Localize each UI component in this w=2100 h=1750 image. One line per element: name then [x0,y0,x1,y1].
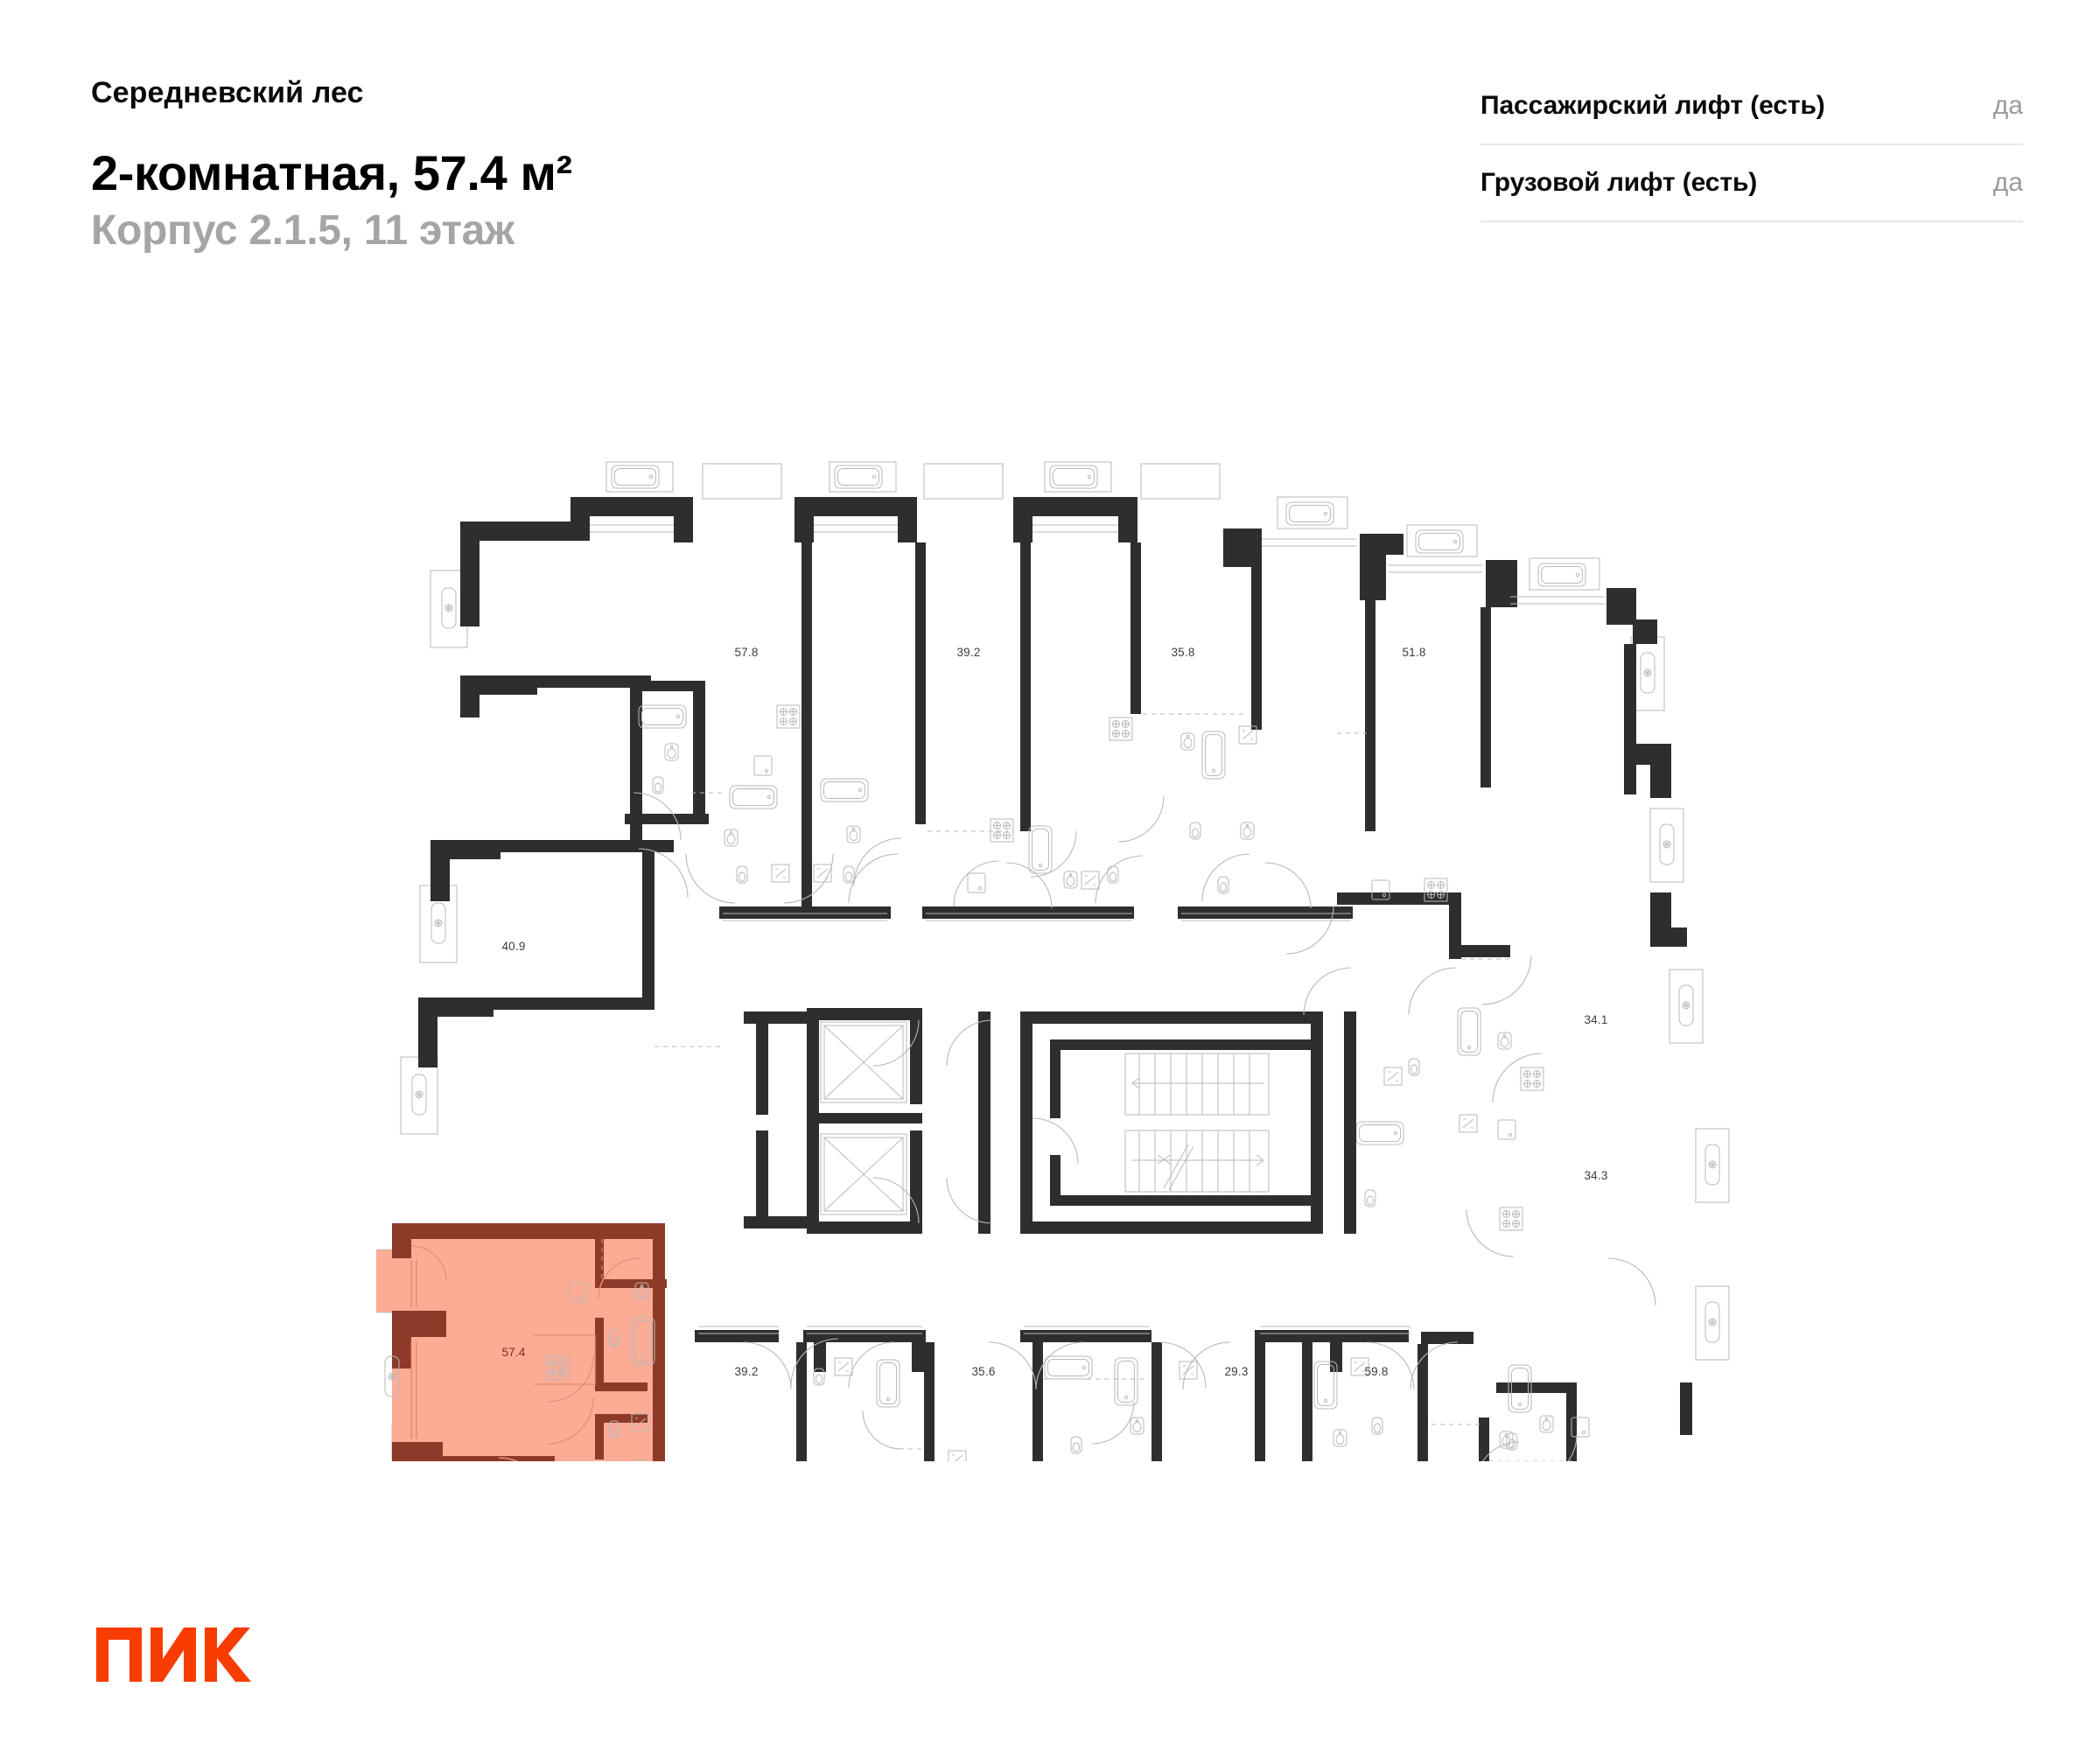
area-label: 35.8 [1171,646,1194,659]
spec-row-passenger-lift: Пассажирский лифт (есть) да [1480,68,2023,145]
staircase-icon [1124,1053,1270,1193]
floor-plan-container: 57.4 57.8 39.2 35.8 51.8 40.9 34.1 34.3 … [376,455,1741,1461]
walls-bottom-row [695,1330,1692,1461]
interior-thin-lines [590,524,1656,1461]
floor-plan-svg: 57.4 57.8 39.2 35.8 51.8 40.9 34.1 34.3 … [376,461,1730,1461]
area-label: 39.2 [956,646,980,659]
area-label: 34.1 [1584,1013,1607,1026]
building-core [744,1008,1356,1234]
area-label: 29.3 [1224,1365,1248,1378]
specs-table: Пассажирский лифт (есть) да Грузовой лиф… [1480,68,2023,222]
pik-logo-icon [96,1628,251,1682]
area-labels: 57.4 57.8 39.2 35.8 51.8 40.9 34.1 34.3 … [501,646,1607,1378]
walls-top-row [418,497,1687,1068]
area-label: 39.2 [734,1365,758,1378]
building-floor-subtitle: Корпус 2.1.5, 11 этаж [91,207,514,255]
area-label: 35.6 [971,1365,995,1378]
spec-label-passenger-lift: Пассажирский лифт (есть) [1480,91,1825,120]
spec-value-passenger-lift: да [1992,91,2023,120]
spec-value-freight-lift: да [1992,168,2023,197]
selected-apartment[interactable] [376,1223,667,1461]
pik-logo[interactable] [96,1628,271,1682]
area-label: 51.8 [1402,646,1425,659]
area-label: 57.8 [734,646,758,659]
elevator-cab-icon [820,1021,907,1215]
complex-name: Середневский лес [91,76,364,109]
title-block: Середневский лес 2-комнатная, 57.4 м² Ко… [91,76,1141,255]
area-label: 34.3 [1584,1169,1607,1182]
area-label: 59.8 [1364,1365,1388,1378]
spec-label-freight-lift: Грузовой лифт (есть) [1480,168,1758,197]
page-title: 2-комнатная, 57.4 м² [91,145,572,201]
page-header: Середневский лес 2-комнатная, 57.4 м² Ко… [0,0,2100,289]
spec-row-freight-lift: Грузовой лифт (есть) да [1480,145,2023,222]
selected-area-label: 57.4 [501,1346,525,1359]
area-label: 40.9 [501,940,525,953]
